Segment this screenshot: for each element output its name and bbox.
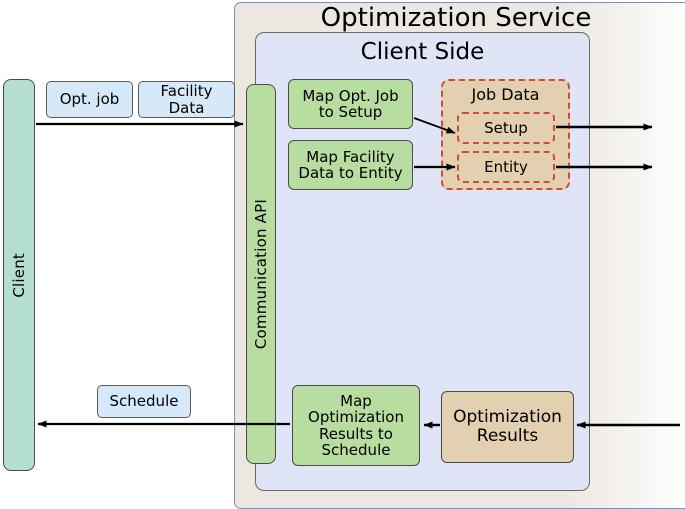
schedule-message-box[interactable]: Schedule [97, 385, 191, 418]
map-opt-job-to-setup-box[interactable]: Map Opt. Job to Setup [288, 79, 413, 129]
communication-api-lifeline[interactable]: Communication API [246, 84, 276, 464]
opt-job-message-box[interactable]: Opt. job [46, 81, 133, 118]
client-side-title: Client Side [360, 39, 485, 65]
client-lifeline[interactable]: Client [3, 79, 35, 471]
communication-api-lifeline-label: Communication API [252, 198, 270, 350]
job-data-group-label: Job Data [471, 84, 540, 104]
entity-data-box[interactable]: Entity [457, 151, 555, 183]
facility-data-message-box[interactable]: Facility Data [138, 81, 235, 118]
map-optimization-results-to-schedule-box[interactable]: Map Optimization Results to Schedule [292, 385, 420, 466]
client-lifeline-label: Client [10, 252, 28, 298]
setup-data-box[interactable]: Setup [457, 112, 555, 144]
optimization-service-title: Optimization Service [320, 3, 592, 33]
map-facility-data-to-entity-box[interactable]: Map Facility Data to Entity [288, 140, 413, 190]
job-data-group[interactable] [441, 79, 570, 190]
optimization-results-box[interactable]: Optimization Results [441, 391, 574, 463]
